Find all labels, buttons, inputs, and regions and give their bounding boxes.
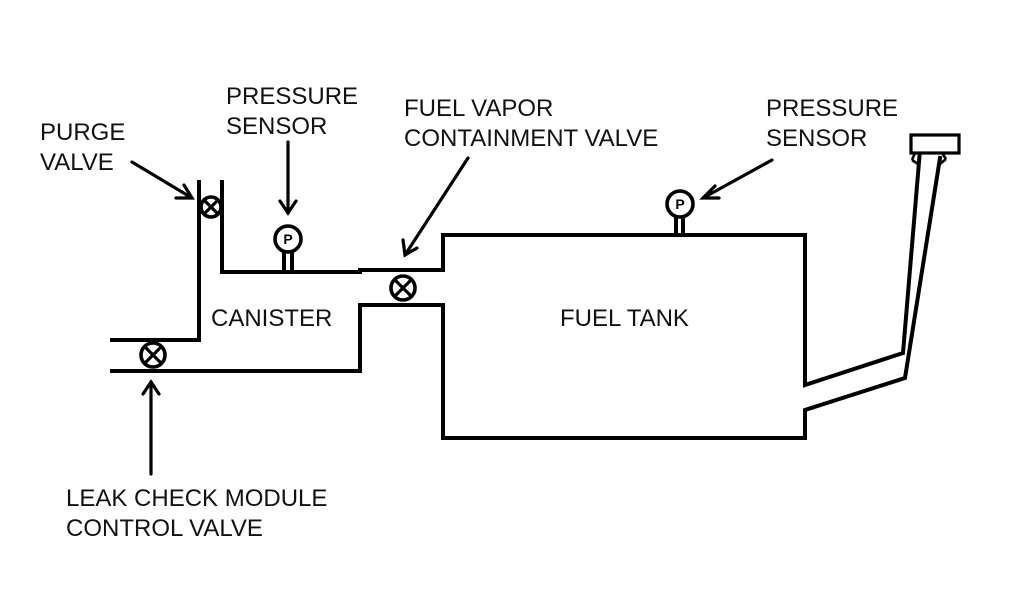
leak-check-label-line2: CONTROL VALVE xyxy=(66,515,263,542)
fuel-vapor-label-line2: CONTAINMENT VALVE xyxy=(404,125,658,152)
fuel-vapor-containment-valve-arrow xyxy=(401,156,470,258)
leak-check-module-control-valve-label: LEAK CHECK MODULE CONTROL VALVE xyxy=(66,485,327,542)
fuel-vapor-containment-valve-icon xyxy=(389,274,417,302)
purge-valve-label-line1: PURGE xyxy=(40,119,125,146)
canister-label: CANISTER xyxy=(211,305,332,332)
fuel-vapor-containment-valve-label: FUEL VAPOR CONTAINMENT VALVE xyxy=(404,95,658,152)
canister-bottom-line xyxy=(110,303,445,373)
canister-pressure-sensor-label-line1: PRESSURE xyxy=(226,83,358,110)
tank-pressure-sensor-arrow xyxy=(699,158,774,200)
fuel-tank-body xyxy=(441,147,923,388)
purge-valve-arrow xyxy=(130,160,195,200)
fuel-vapor-label-line1: FUEL VAPOR xyxy=(404,95,553,122)
canister-pressure-sensor-arrow xyxy=(278,140,298,216)
canister-top-line xyxy=(220,180,445,274)
canister-sensor-letter: P xyxy=(283,231,292,247)
fuel-tank-label: FUEL TANK xyxy=(560,305,689,332)
purge-valve-icon xyxy=(199,195,223,219)
tank-pressure-sensor-label-line2: SENSOR xyxy=(766,125,867,152)
leak-check-module-arrow xyxy=(141,379,161,476)
purge-valve-label-line2: VALVE xyxy=(40,149,114,176)
purge-pipe-left xyxy=(110,180,201,342)
filler-cap-icon xyxy=(909,133,961,166)
leak-check-label-line1: LEAK CHECK MODULE xyxy=(66,485,327,512)
purge-valve-label: PURGE VALVE xyxy=(40,119,125,176)
canister-pressure-sensor-label: PRESSURE SENSOR xyxy=(226,83,358,140)
tank-pressure-sensor-label-line1: PRESSURE xyxy=(766,95,898,122)
tank-sensor-letter: P xyxy=(675,196,684,212)
tank-pressure-sensor-label: PRESSURE SENSOR xyxy=(766,95,898,152)
leak-check-module-control-valve-icon xyxy=(139,341,167,369)
canister-pressure-sensor-icon: P xyxy=(273,224,303,254)
fuel-tank-lower xyxy=(441,155,943,440)
canister-pressure-sensor-label-line2: SENSOR xyxy=(226,113,327,140)
tank-pressure-sensor-icon: P xyxy=(665,189,695,219)
